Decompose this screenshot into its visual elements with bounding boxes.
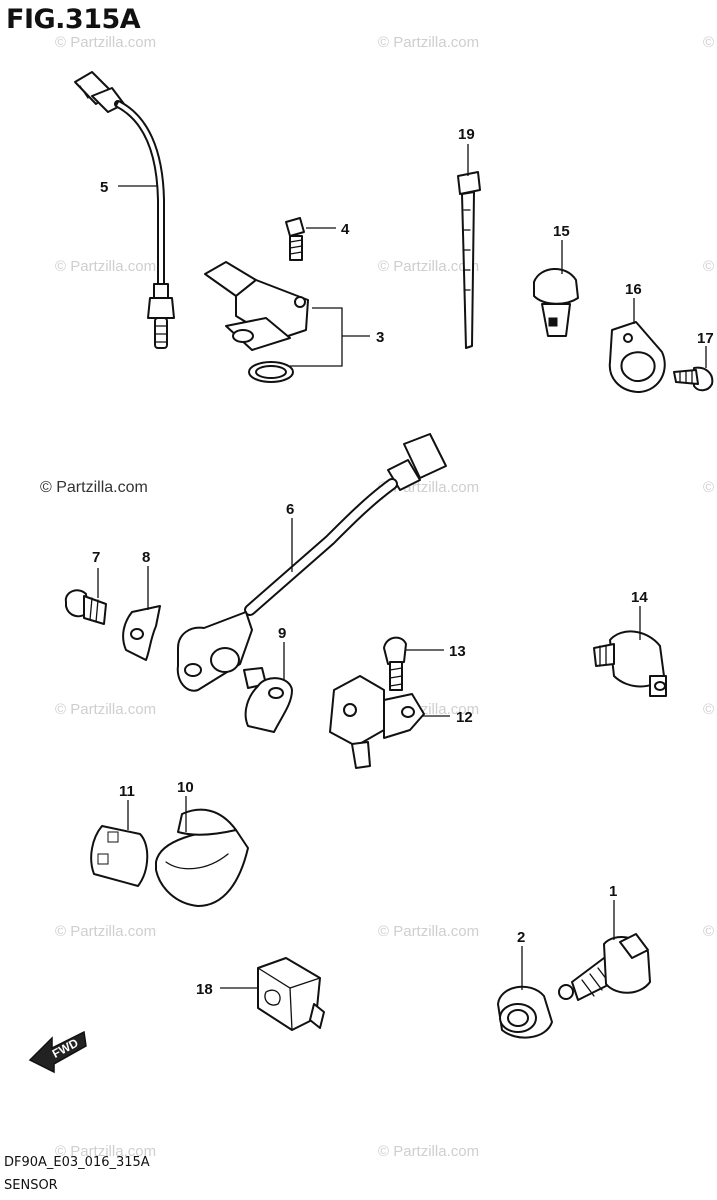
part-9-spacer-bracket[interactable] [243,667,293,733]
watermark: © Partzilla.com [55,258,157,275]
callout-5: 5 [100,179,108,196]
callout-4: 4 [341,221,350,238]
callout-3: 3 [376,329,384,346]
part-1-temp-sensor[interactable] [558,933,651,1001]
part-17-screw[interactable] [673,366,714,392]
watermark: © Partzilla.com [378,34,480,51]
part-10-grommet[interactable] [155,808,249,907]
callout-15: 15 [553,223,570,240]
part-6-position-sensor[interactable] [176,433,447,692]
diagram-title: SENSOR [4,1178,58,1193]
watermark: © Partzilla.com [55,701,157,718]
part-7-bolt[interactable] [64,589,107,625]
callout-14: 14 [631,589,648,606]
figure-title: FIG.315A [6,4,141,35]
watermark: © [703,701,715,718]
callout-17: 17 [697,330,714,347]
part-13-bolt[interactable] [383,636,407,691]
callout-8: 8 [142,549,150,566]
part-16-clamp[interactable] [608,321,666,393]
callout-7: 7 [92,549,100,566]
fwd-arrow-icon: FWD [28,1030,87,1074]
part-8-bracket[interactable] [122,605,161,661]
watermark: © Partzilla.com [378,923,480,940]
callout-19: 19 [458,126,475,143]
part-2-grommet[interactable] [497,985,553,1039]
watermark: © Partzilla.com [40,479,148,496]
callout-2: 2 [517,929,525,946]
diagram-code: DF90A_E03_016_315A [4,1155,150,1170]
callout-13: 13 [449,643,466,660]
part-5-sensor-cable[interactable] [74,71,175,349]
watermark: © Partzilla.com [378,1143,480,1160]
part-12-sensor[interactable] [329,675,425,769]
part-4-bolt[interactable] [285,217,305,261]
part-3-map-sensor[interactable] [204,261,309,383]
part-11-holder[interactable] [90,825,149,887]
callout-10: 10 [177,779,194,796]
watermark: © [703,34,715,51]
callout-16: 16 [625,281,642,298]
callout-1: 1 [609,883,617,900]
callout-11: 11 [119,783,135,800]
watermark: © [703,479,715,496]
watermark: © Partzilla.com [378,258,480,275]
callout-12: 12 [456,709,473,726]
watermark: © [703,258,715,275]
watermark: © Partzilla.com [55,1143,157,1160]
part-18-pad[interactable] [257,957,325,1031]
watermark: © Partzilla.com [55,923,157,940]
callout-6: 6 [286,501,294,518]
watermark: © Partzilla.com [55,34,157,51]
part-19-cable-tie[interactable] [457,171,481,349]
watermark: © [703,923,715,940]
callout-9: 9 [278,625,286,642]
leader-3 [290,307,370,367]
part-15-clip[interactable] [533,268,579,337]
part-14-knock-sensor[interactable] [593,630,667,697]
callout-18: 18 [196,981,213,998]
